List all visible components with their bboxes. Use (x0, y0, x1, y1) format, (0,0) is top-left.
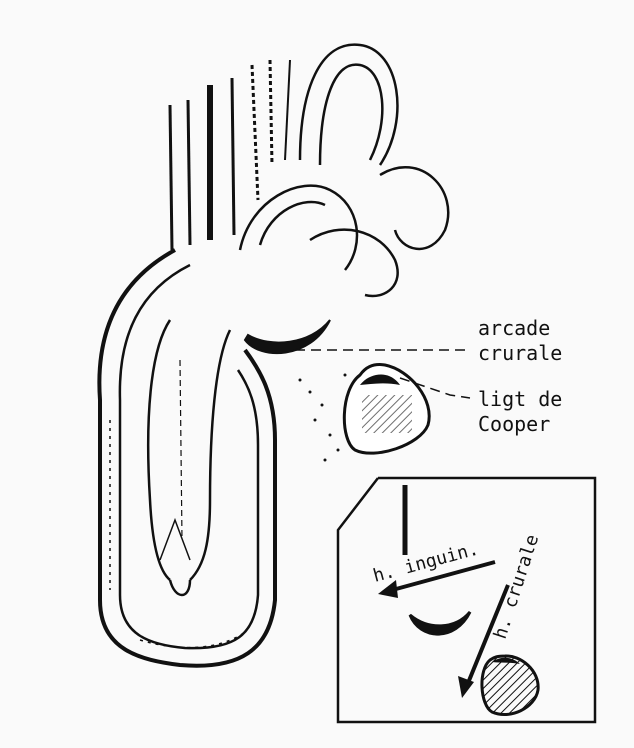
pubic-bone-section (344, 365, 429, 454)
label-crurale: crurale (478, 341, 562, 365)
stippling (299, 374, 347, 462)
inguinal-ligament (245, 320, 330, 353)
label-arcade: arcade (478, 316, 550, 340)
label-cooper: Cooper (478, 412, 550, 436)
label-crural-hernia: h. crurale (490, 532, 543, 642)
label-ligt-de: ligt de (478, 387, 562, 411)
herniated-loop (148, 320, 230, 595)
hernial-sac (99, 250, 275, 666)
